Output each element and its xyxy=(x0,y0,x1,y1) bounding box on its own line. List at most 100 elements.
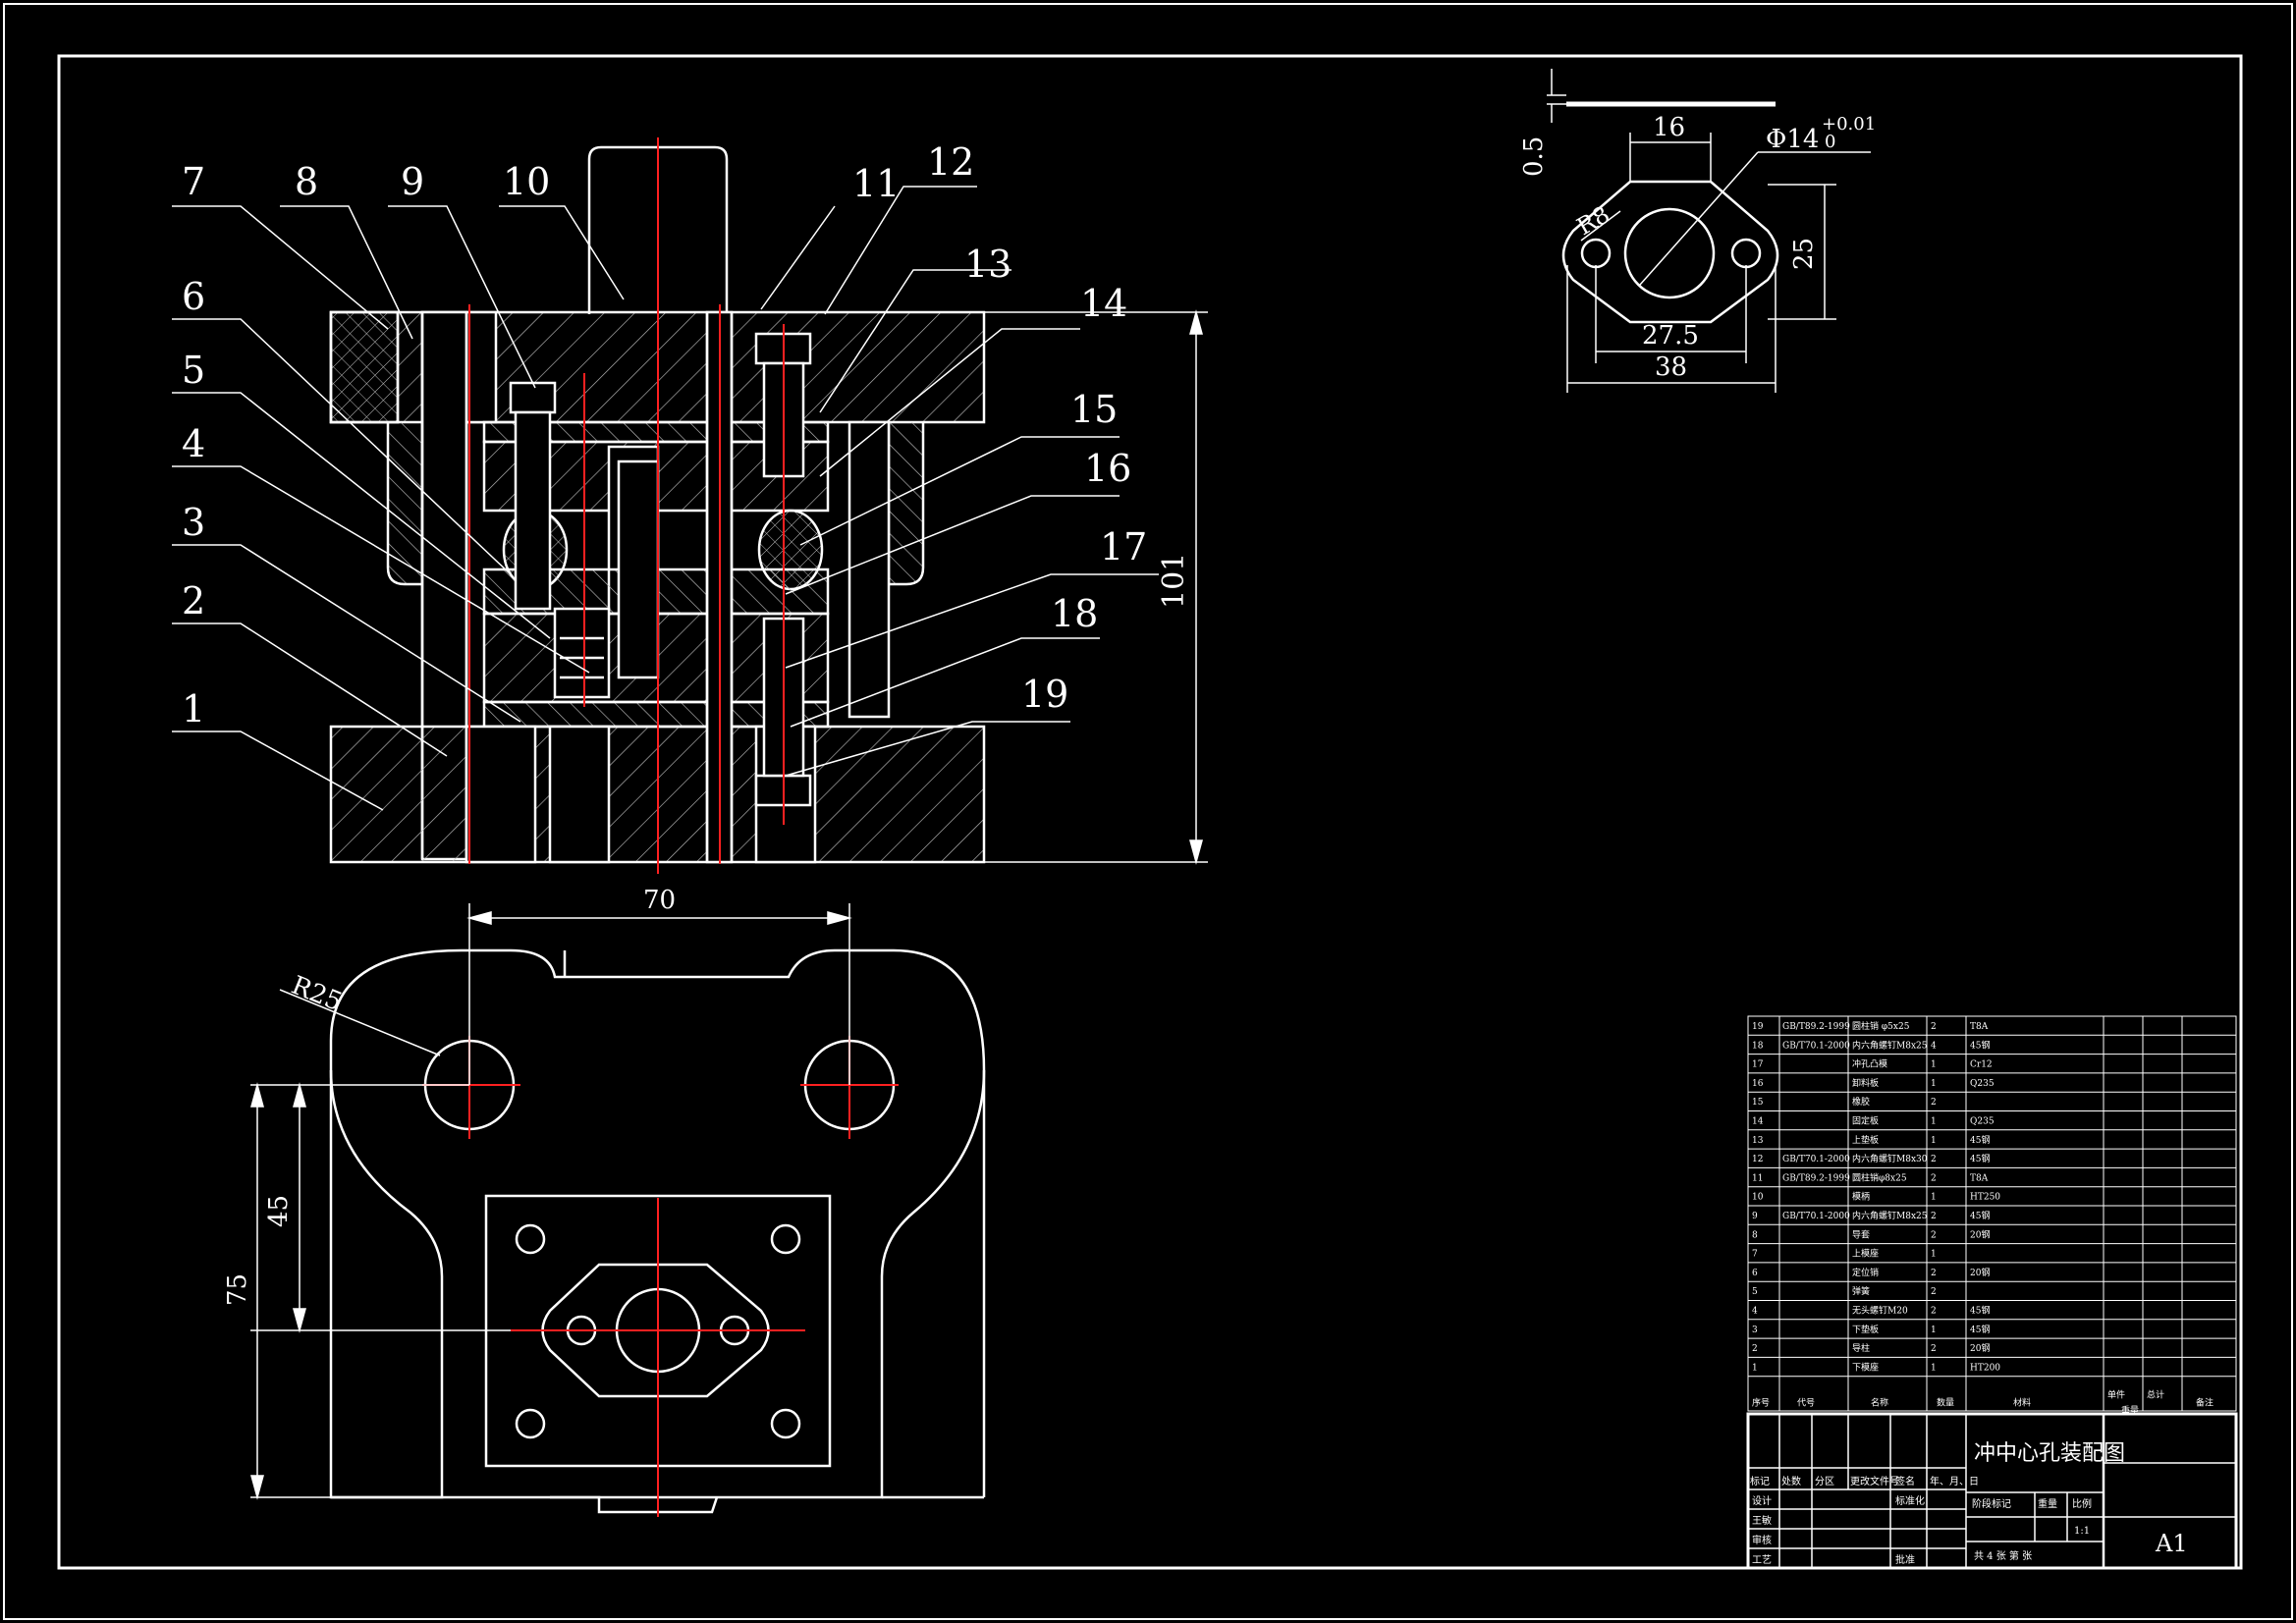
bom-cell: 1 xyxy=(1931,1060,1937,1070)
bom-cell: 20钢 xyxy=(1970,1228,1990,1240)
screw-hole-br xyxy=(770,1408,801,1439)
part-label-4: 4 xyxy=(182,422,205,465)
bom-header: 单件 xyxy=(2107,1389,2125,1401)
part-leaders xyxy=(172,186,1159,811)
bom-cell: 45钢 xyxy=(1970,1039,1990,1051)
front-centre-lines xyxy=(468,137,785,874)
dimension-70 xyxy=(466,903,852,1085)
bom-cell: 圆柱销 φ5x25 xyxy=(1852,1020,1910,1032)
bom-header: 总计 xyxy=(2147,1389,2164,1401)
bom-cell: 1 xyxy=(1931,1117,1937,1127)
tb-stage: 阶段标记 xyxy=(1972,1497,2011,1510)
bom-cell: 2 xyxy=(1931,1173,1937,1183)
dim-75-label: 75 xyxy=(223,1273,252,1306)
bom-cell: 4 xyxy=(1931,1041,1937,1051)
part-label-16: 16 xyxy=(1084,447,1131,490)
bom-cell: 定位销 xyxy=(1852,1267,1879,1278)
tb-sign: 签名 xyxy=(1895,1475,1915,1488)
tb-zone: 分区 xyxy=(1815,1476,1834,1488)
bom-cell: 20钢 xyxy=(1970,1342,1990,1354)
bom-cell: Cr12 xyxy=(1970,1060,1993,1070)
die-cavity-outline xyxy=(541,1263,770,1398)
dim-16-label: 16 xyxy=(1653,113,1685,142)
part-number-labels: 7 8 9 10 11 12 13 14 15 16 17 18 19 6 5 … xyxy=(182,140,1147,730)
spring xyxy=(553,607,611,699)
part-label-9: 9 xyxy=(401,160,424,203)
guide-post-right xyxy=(847,420,891,719)
screw-left xyxy=(509,381,557,414)
bom-cell: HT200 xyxy=(1970,1363,2000,1373)
dim-05-label: 0.5 xyxy=(1519,136,1549,177)
part-label-6: 6 xyxy=(182,275,205,318)
part-label-12: 12 xyxy=(927,140,974,184)
workpiece-centre-hole xyxy=(1623,207,1716,299)
bom-cell: 10 xyxy=(1752,1193,1764,1203)
title-block xyxy=(1746,1412,2238,1570)
bom-cell: GB/T70.1-2000 xyxy=(1782,1212,1850,1221)
bom-table xyxy=(1747,1015,2237,1412)
guide-bushing-left xyxy=(386,422,424,586)
tb-change-doc: 更改文件号 xyxy=(1850,1475,1899,1488)
part-label-5: 5 xyxy=(182,349,205,392)
bom-header: 备注 xyxy=(2196,1397,2214,1409)
bom-cell: 内六角螺钉M8x30 xyxy=(1852,1153,1928,1164)
bom-cell: Q235 xyxy=(1970,1117,1995,1127)
part-label-2: 2 xyxy=(182,579,205,622)
tb-scale-value: 1:1 xyxy=(2074,1526,2090,1537)
guide-bushing-right xyxy=(887,422,925,586)
tb-date: 年、月、日 xyxy=(1930,1475,1979,1488)
tb-process: 工艺 xyxy=(1752,1554,1772,1566)
bom-cell: GB/T70.1-2000 xyxy=(1782,1041,1850,1051)
bom-cell: 2 xyxy=(1931,1212,1937,1221)
bom-cell: T8A xyxy=(1970,1173,1989,1183)
bom-cell: 15 xyxy=(1752,1098,1764,1108)
punch xyxy=(617,460,660,679)
bom-cell: 45钢 xyxy=(1970,1153,1990,1164)
bom-cell: 2 xyxy=(1931,1022,1937,1032)
bom-cell: 2 xyxy=(1752,1344,1758,1354)
bom-cell: 4 xyxy=(1752,1307,1758,1317)
bom-cell: 8 xyxy=(1752,1230,1758,1240)
bom-header: 代号 xyxy=(1797,1398,1815,1409)
bom-cell: 导套 xyxy=(1852,1228,1870,1240)
bom-cell: 1 xyxy=(1931,1325,1937,1335)
dim-r8-label: R8 xyxy=(1572,200,1614,241)
workpiece-outline xyxy=(1561,180,1779,324)
dim-70-label: 70 xyxy=(643,886,676,915)
bom-cell: 2 xyxy=(1931,1269,1937,1278)
dim-r25-leader xyxy=(279,989,441,1056)
bom-header: 名称 xyxy=(1871,1397,1888,1409)
bom-cell: 固定板 xyxy=(1852,1115,1879,1127)
tb-weight: 重量 xyxy=(2038,1497,2057,1510)
bom-cell: 11 xyxy=(1752,1173,1763,1183)
tb-designer: 王敏 xyxy=(1752,1514,1772,1527)
bom-cell: GB/T70.1-2000 xyxy=(1782,1155,1850,1164)
bom-cell: 下垫板 xyxy=(1852,1324,1879,1335)
tb-sheet-info: 共 4 张 第 张 xyxy=(1974,1549,2032,1562)
screw-hole-tr xyxy=(770,1223,801,1255)
bom-cell: 3 xyxy=(1752,1325,1758,1335)
part-label-3: 3 xyxy=(182,501,205,544)
bom-cell: 内六角螺钉M8x25 xyxy=(1852,1039,1928,1051)
bom-cell: 45钢 xyxy=(1970,1324,1990,1335)
top-centre-lines xyxy=(422,1036,899,1517)
screw-hole-bl xyxy=(515,1408,546,1439)
bom-cell: 1 xyxy=(1931,1250,1937,1260)
part-label-15: 15 xyxy=(1070,388,1118,431)
bom-cell: 上垫板 xyxy=(1852,1134,1879,1146)
bom-cell: Q235 xyxy=(1970,1079,1995,1089)
dim-r25-label: R25 xyxy=(287,971,346,1018)
bom-cell: 7 xyxy=(1752,1250,1758,1260)
drawing-title: 冲中心孔装配图 xyxy=(1974,1441,2125,1466)
bom-cell: 2 xyxy=(1931,1098,1937,1108)
bom-header: 序号 xyxy=(1752,1397,1770,1409)
bom-cell: 2 xyxy=(1931,1287,1937,1297)
bom-cell: 14 xyxy=(1752,1117,1764,1127)
bom-cell: T8A xyxy=(1970,1022,1989,1032)
bom-cell: 下模座 xyxy=(1852,1361,1879,1373)
dim-25-label: 25 xyxy=(1789,238,1819,270)
part-label-17: 17 xyxy=(1100,525,1147,568)
inner-frame xyxy=(57,54,2243,1570)
screw-hole-tl xyxy=(515,1223,546,1255)
dim-tol-lower: 0 xyxy=(1825,132,1835,152)
